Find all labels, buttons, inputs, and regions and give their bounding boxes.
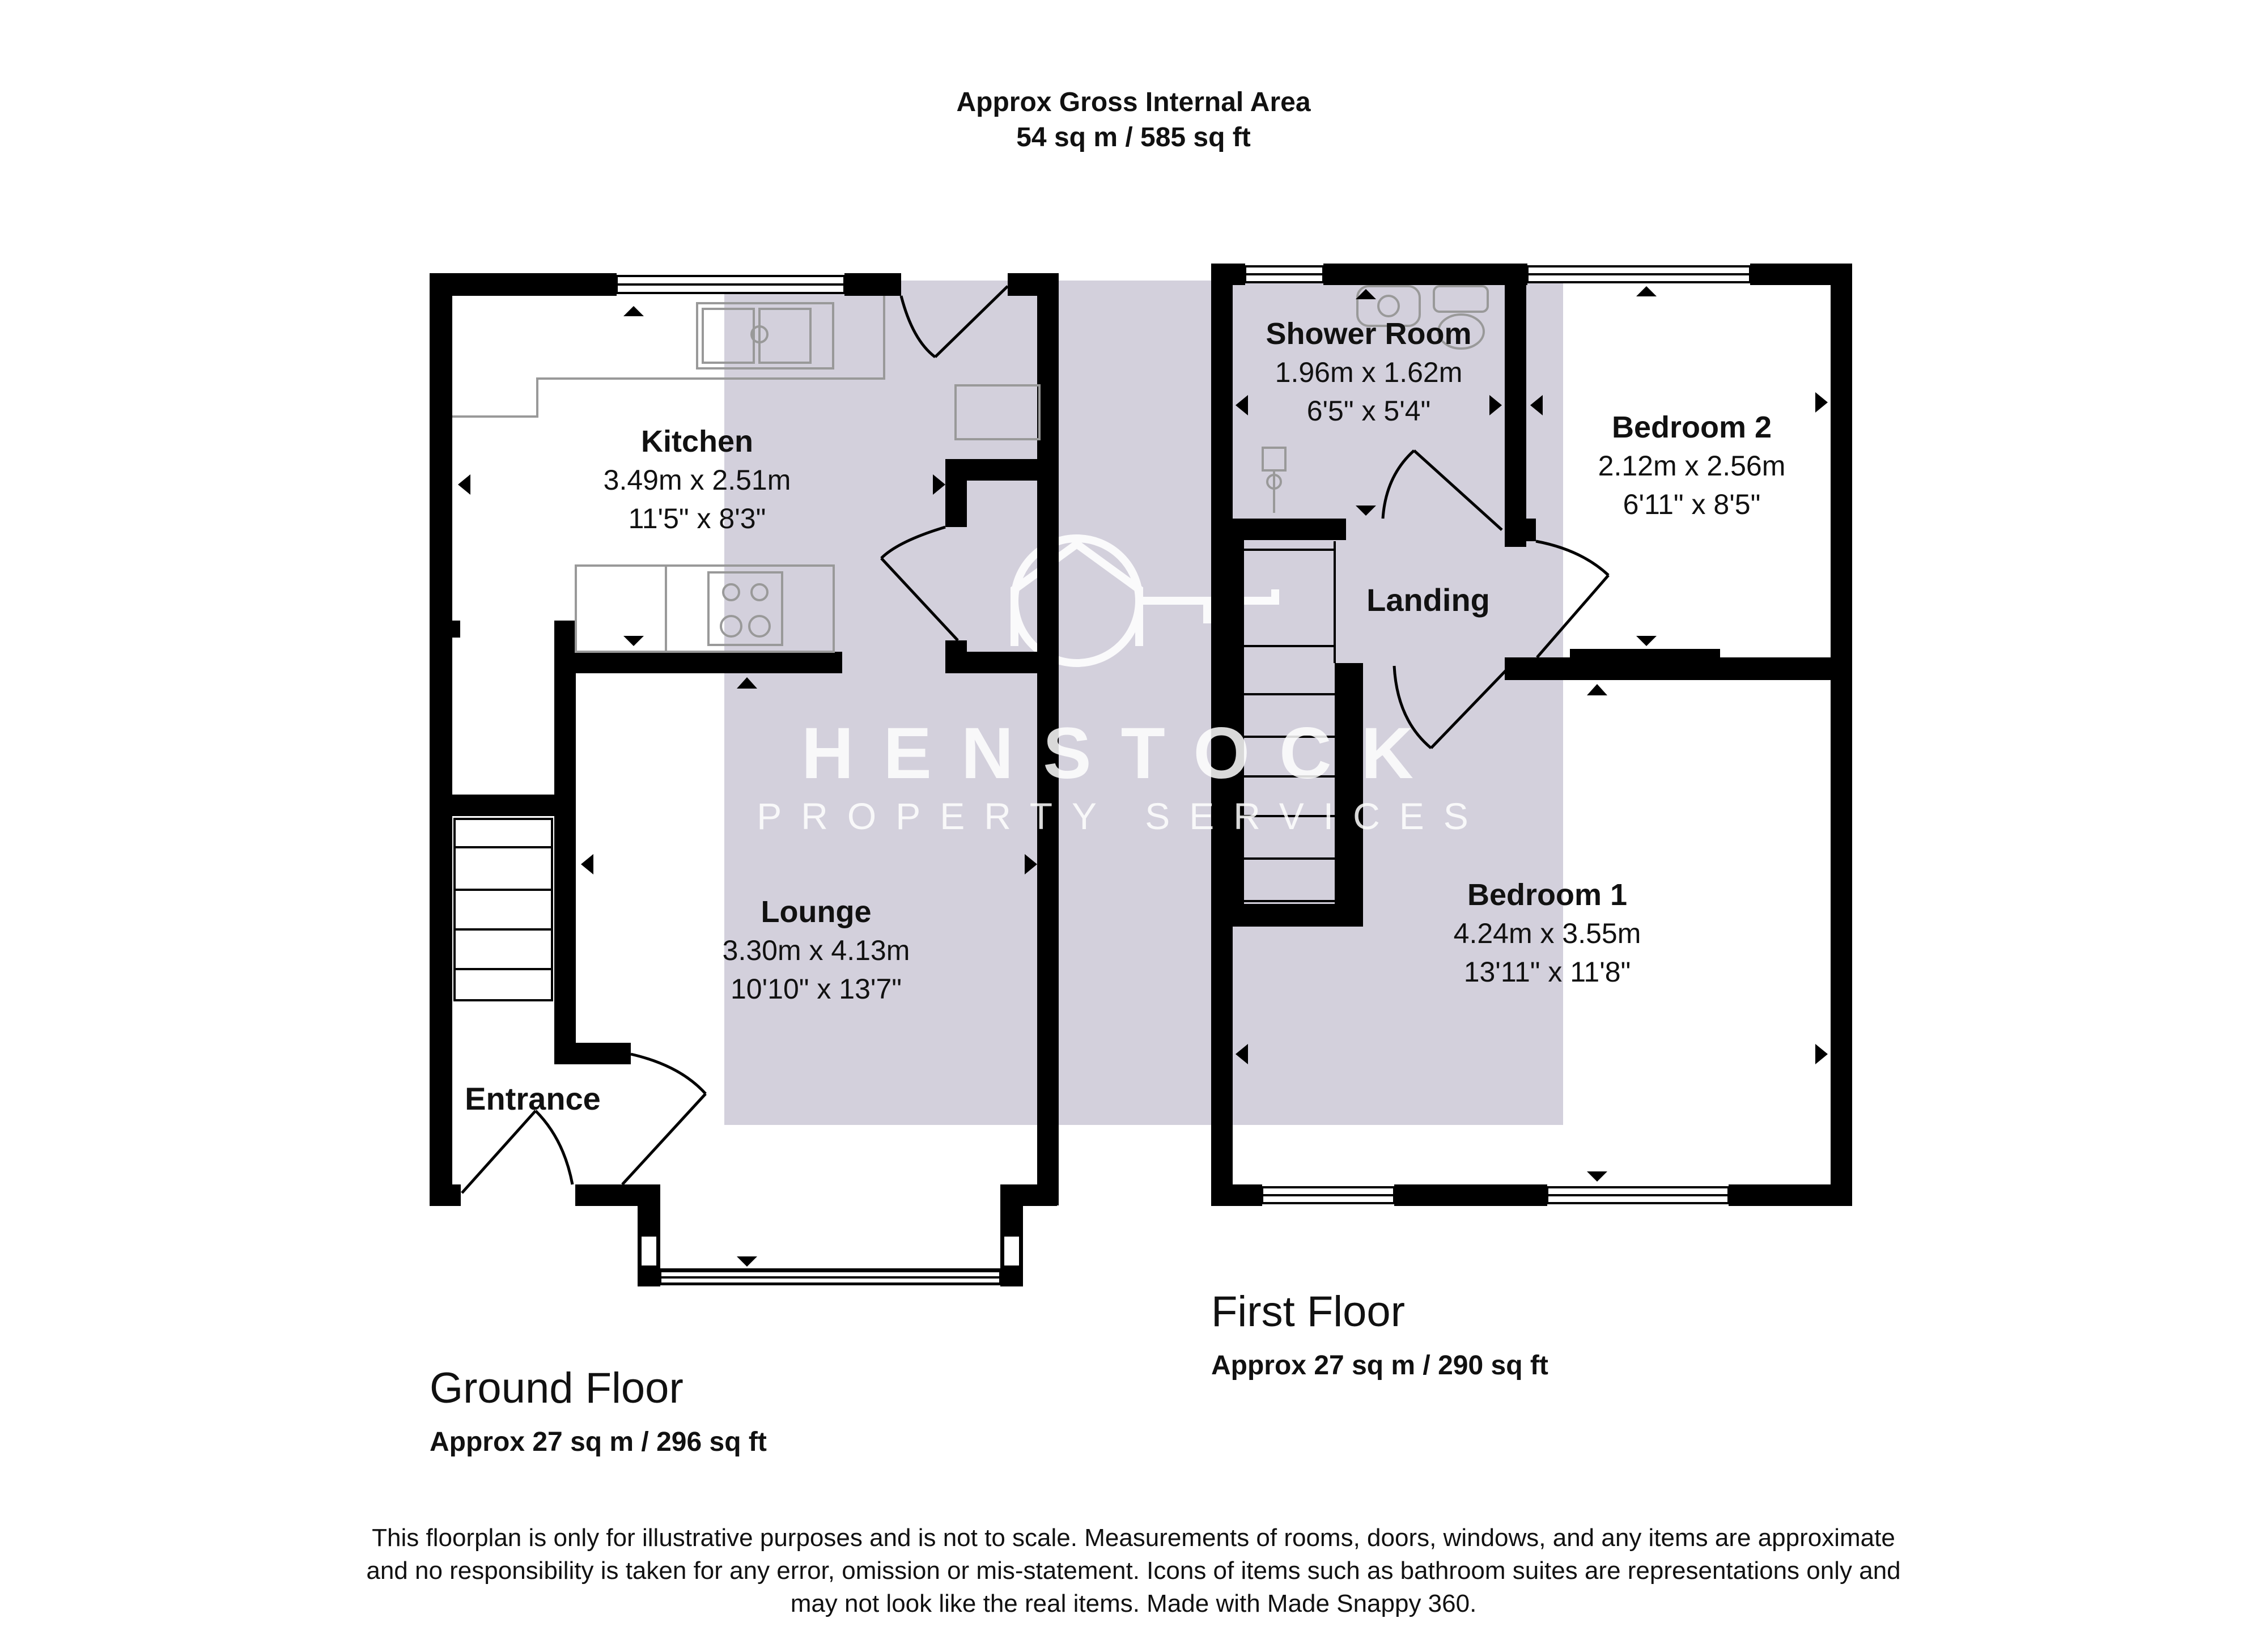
ground-floor-stairs (453, 818, 553, 1001)
ground-floor-doors (461, 285, 1009, 1194)
disclaimer-line: may not look like the real items. Made w… (790, 1590, 1477, 1617)
room-imperial: 6'5" x 5'4" (1306, 395, 1431, 427)
shower-room-fittings (1262, 285, 1489, 513)
room-imperial: 11'5" x 8'3" (628, 503, 766, 534)
disclaimer-line: This floorplan is only for illustrative … (372, 1524, 1895, 1552)
room-name: Entrance (465, 1081, 601, 1116)
disclaimer-line: and no responsibility is taken for any e… (366, 1557, 1901, 1585)
watermark-logo-icon (1011, 534, 1279, 667)
room-name: Bedroom 2 (1611, 410, 1772, 444)
room-name: Lounge (761, 895, 872, 929)
watermark-band (724, 281, 1563, 1125)
room-metric: 2.12m x 2.56m (1598, 450, 1786, 482)
room-imperial: 6'11" x 8'5" (1623, 489, 1761, 520)
room-name: Kitchen (640, 424, 754, 458)
first-floor-plan (1211, 264, 1852, 1206)
watermark-tagline: PROPERTY SERVICES (757, 795, 1488, 837)
room-imperial: 13'11" x 11'8" (1463, 956, 1631, 988)
gross-area-value: 54 sq m / 585 sq ft (1016, 122, 1251, 152)
room-name: Bedroom 1 (1467, 878, 1628, 912)
first-floor-windows (1244, 265, 1751, 1204)
room-bedroom-1: Bedroom 1 4.24m x 3.55m 13'11" x 11'8" (1406, 876, 1689, 991)
room-kitchen: Kitchen 3.49m x 2.51m 11'5" x 8'3" (555, 422, 839, 538)
ground-floor-plan (430, 273, 1059, 1286)
room-name: Landing (1366, 582, 1490, 618)
room-metric: 1.96m x 1.62m (1275, 356, 1463, 388)
first-floor-doors (1381, 449, 1610, 749)
room-metric: 3.49m x 2.51m (603, 464, 791, 496)
room-imperial: 10'10" x 13'7" (730, 973, 902, 1005)
first-floor-stairs (1244, 541, 1336, 902)
kitchen-fittings (452, 296, 1041, 653)
ground-floor-windows (615, 275, 1021, 1285)
watermark-brand: HENSTOCK (801, 713, 1443, 794)
ground-floor-dimension-arrows (458, 306, 1037, 1267)
first-floor-dimension-arrows (1236, 286, 1828, 1182)
gross-area-title: Approx Gross Internal Area (956, 87, 1311, 117)
room-name: Shower Room (1266, 317, 1472, 351)
room-entrance: Entrance (453, 1080, 612, 1118)
first-floor-area: Approx 27 sq m / 290 sq ft (1211, 1351, 1548, 1381)
room-metric: 4.24m x 3.55m (1453, 918, 1641, 949)
ground-floor-area: Approx 27 sq m / 296 sq ft (430, 1427, 767, 1457)
room-shower-room: Shower Room 1.96m x 1.62m 6'5" x 5'4" (1238, 315, 1499, 430)
first-floor-walls (1211, 264, 1852, 1206)
room-metric: 3.30m x 4.13m (722, 935, 910, 966)
room-landing: Landing (1355, 581, 1502, 619)
first-floor-title: First Floor (1211, 1288, 1405, 1336)
ground-floor-title: Ground Floor (430, 1364, 684, 1412)
disclaimer: This floorplan is only for illustrative … (238, 1522, 2029, 1620)
room-lounge: Lounge 3.30m x 4.13m 10'10" x 13'7" (674, 893, 958, 1008)
room-bedroom-2: Bedroom 2 2.12m x 2.56m 6'11" x 8'5" (1564, 408, 1819, 524)
ground-floor-walls (430, 273, 1059, 1286)
